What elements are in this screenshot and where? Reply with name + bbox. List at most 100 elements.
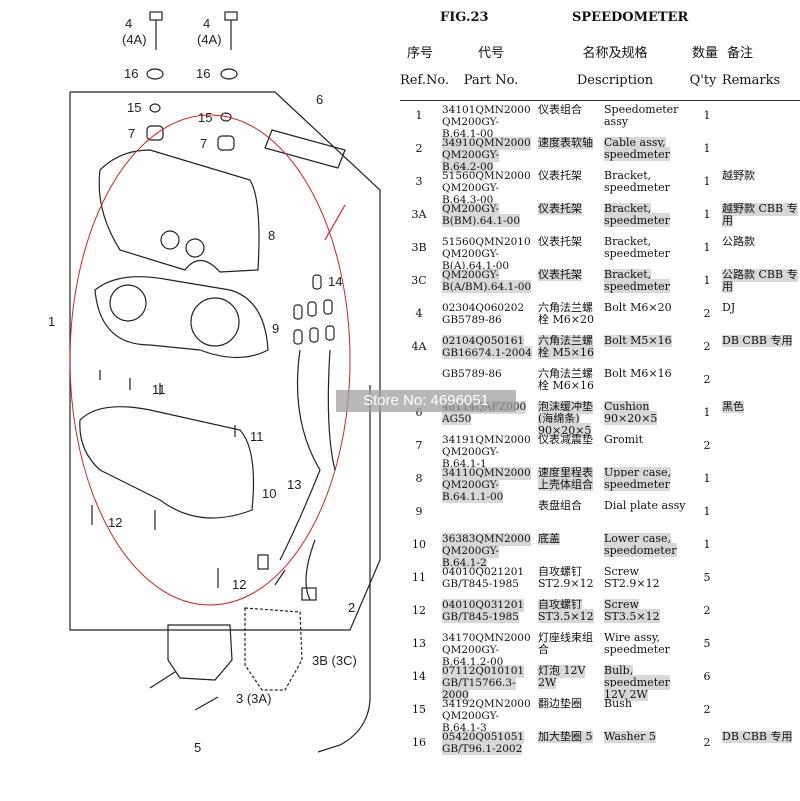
cell-desc: Bolt M5×16 bbox=[604, 335, 694, 347]
cell-text: 51560QMN2000 QM200GY-B.64.3-00 bbox=[442, 170, 531, 206]
cell-qty: 1 bbox=[698, 110, 716, 122]
cell-cn: 仪表减震垫 bbox=[538, 434, 600, 446]
cell-text: Cable assy, speedmeter bbox=[604, 137, 670, 161]
cell-ref: 4A bbox=[402, 341, 436, 353]
cell-qty: 2 bbox=[698, 440, 716, 452]
cell-desc: Bulb, speedmeter 12V 2W bbox=[604, 665, 694, 701]
cell-text: 8 bbox=[415, 473, 423, 485]
cell-part: 51560QMN2000 QM200GY-B.64.3-00 bbox=[442, 170, 534, 206]
cell-text: 1 bbox=[415, 110, 423, 122]
cell-desc: Cushion 90×20×5 bbox=[604, 401, 694, 425]
cell-text: 13 bbox=[412, 638, 426, 650]
callout-4a: (4A) bbox=[197, 32, 222, 47]
wire-harness-13 bbox=[274, 349, 336, 601]
callout-10: 10 bbox=[262, 486, 276, 501]
cell-cn: 仪表托架 bbox=[538, 236, 600, 248]
cell-text: Bolt M6×20 bbox=[604, 302, 672, 314]
cell-text: 4 bbox=[415, 308, 423, 320]
callout-8: 8 bbox=[268, 228, 275, 243]
cell-qty: 5 bbox=[698, 572, 716, 584]
cell-text: DJ bbox=[722, 302, 736, 314]
cell-ref: 3A bbox=[402, 209, 436, 221]
cell-remarks: DJ bbox=[722, 302, 798, 314]
cell-desc: Dial plate assy bbox=[604, 500, 694, 512]
cell-remarks: 越野款 bbox=[722, 170, 798, 182]
cell-text: 16 bbox=[412, 737, 426, 749]
cell-text: Bolt M6×16 bbox=[604, 368, 672, 380]
cell-text: 12 bbox=[412, 605, 426, 617]
callout-3b: 3B (3C) bbox=[312, 653, 357, 668]
header-qty-en: Q'ty bbox=[689, 73, 717, 88]
cell-cn: 速度表软轴 bbox=[538, 137, 600, 149]
cell-cn: 翻边垫圈 bbox=[538, 698, 600, 710]
cell-text: 04010Q021201 GB/T845-1985 bbox=[442, 566, 525, 590]
table-row: 11 04010Q021201 GB/T845-1985 自攻螺钉 ST2.9×12… bbox=[400, 563, 800, 596]
cell-remarks: 公路款 CBB 专用 bbox=[722, 269, 798, 293]
cell-ref: 9 bbox=[402, 506, 436, 518]
cell-ref: 11 bbox=[402, 572, 436, 584]
cell-text: 2 bbox=[703, 704, 711, 716]
assembly-highlight-oval bbox=[69, 114, 351, 606]
cell-text: 2 bbox=[703, 605, 711, 617]
callout-3: 3 (3A) bbox=[236, 691, 271, 706]
cushion-6 bbox=[264, 129, 346, 169]
cell-qty: 1 bbox=[698, 539, 716, 551]
cell-cn: 泡沫缓冲垫(海绵条) 90×20×5 bbox=[538, 401, 600, 437]
callout-13: 13 bbox=[287, 477, 301, 492]
cell-text: 02104Q050161 GB16674.1-2004 bbox=[442, 335, 532, 359]
cell-qty: 1 bbox=[698, 143, 716, 155]
cell-text: Speedometer assy bbox=[604, 104, 679, 128]
bracket-3b bbox=[244, 607, 303, 691]
cell-remarks: 公路款 bbox=[722, 236, 798, 248]
cell-text: 越野款 bbox=[722, 170, 755, 182]
cell-cn: 六角法兰螺栓 M6×20 bbox=[538, 302, 600, 326]
cell-text: 7 bbox=[415, 440, 423, 452]
cell-text: 05420Q051051 GB/T96.1-2002 bbox=[442, 731, 525, 755]
cell-text: 仪表托架 bbox=[538, 236, 582, 248]
cell-qty: 2 bbox=[698, 737, 716, 749]
callout-2: 2 bbox=[348, 600, 355, 615]
cell-text: 5 bbox=[703, 638, 711, 650]
cell-text: 六角法兰螺栓 M5×16 bbox=[538, 335, 594, 359]
cell-text: 14 bbox=[412, 671, 426, 683]
cell-qty: 1 bbox=[698, 473, 716, 485]
cell-text: Dial plate assy bbox=[604, 500, 686, 512]
cell-part: 05420Q051051 GB/T96.1-2002 bbox=[442, 731, 534, 755]
cell-text: 自攻螺钉 ST2.9×12 bbox=[538, 566, 594, 590]
cell-ref: 13 bbox=[402, 638, 436, 650]
cell-part: QM200GY-B(A/BM).64.1-00 bbox=[442, 269, 534, 293]
cell-text: 15 bbox=[412, 704, 426, 716]
cell-text: 底盖 bbox=[538, 533, 560, 545]
callout-12: 12 bbox=[108, 515, 122, 530]
cell-text: 6 bbox=[703, 671, 711, 683]
bolt-4-left bbox=[149, 11, 163, 50]
cell-text: 速度表软轴 bbox=[538, 137, 593, 149]
cell-text: 11 bbox=[412, 572, 426, 584]
header-remarks-en: Remarks bbox=[721, 73, 781, 88]
cell-text: Screw ST2.9×12 bbox=[604, 566, 660, 590]
cell-text: 仪表减震垫 bbox=[538, 434, 593, 446]
cell-desc: Cable assy, speedmeter bbox=[604, 137, 694, 161]
cell-text: 1 bbox=[703, 176, 711, 188]
cell-desc: Speedometer assy bbox=[604, 104, 694, 128]
callout-7: 7 bbox=[128, 126, 135, 141]
callout-11: 11 bbox=[250, 429, 264, 444]
cell-ref: 3B bbox=[402, 242, 436, 254]
callout-4a: (4A) bbox=[122, 32, 147, 47]
cell-ref: 12 bbox=[402, 605, 436, 617]
parts-table: FIG.23 SPEEDOMETER 序号 代号 名称及规格 数量 备注 Ref… bbox=[400, 0, 800, 800]
cell-text: 公路款 bbox=[722, 236, 755, 248]
cell-cn: 速度里程表上壳体组合 bbox=[538, 467, 600, 491]
cell-text: 黑色 bbox=[722, 401, 744, 413]
lower-case-10 bbox=[79, 406, 255, 519]
cell-text: 六角法兰螺栓 M6×16 bbox=[538, 368, 594, 392]
